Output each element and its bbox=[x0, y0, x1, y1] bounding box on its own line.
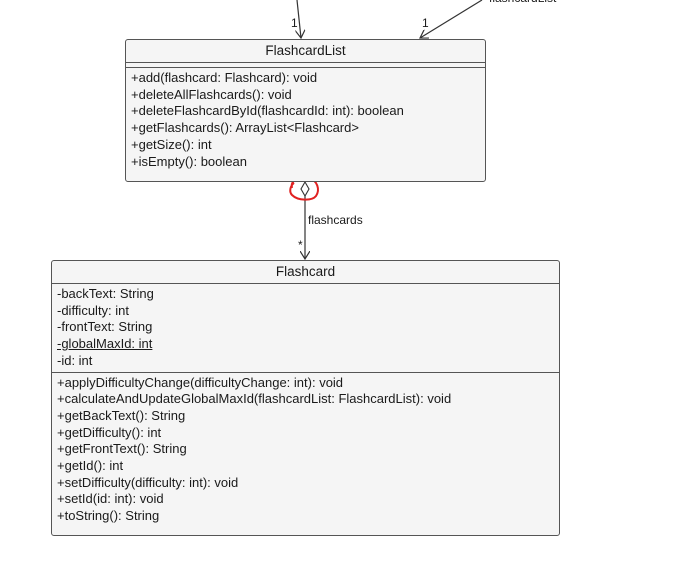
aggregation-multiplicity: * bbox=[298, 238, 303, 252]
aggregation-diamond-icon bbox=[300, 180, 310, 198]
association-line-top-left bbox=[297, 0, 301, 38]
method-row: +toString(): String bbox=[57, 508, 160, 524]
method-row: +getFlashcards(): ArrayList<Flashcard> bbox=[131, 120, 359, 136]
class-name: FlashcardList bbox=[126, 40, 485, 63]
method-row: +getId(): int bbox=[57, 458, 124, 474]
association-line-top-right bbox=[420, 0, 483, 38]
attributes-section bbox=[126, 63, 485, 68]
method-row: +getFrontText(): String bbox=[57, 441, 187, 457]
attribute-row: -backText: String bbox=[57, 286, 154, 301]
method-row: +calculateAndUpdateGlobalMaxId(flashcard… bbox=[57, 391, 452, 407]
static-attribute-row: -globalMaxId: int bbox=[57, 336, 153, 352]
class-name: Flashcard bbox=[52, 261, 559, 284]
method-row: +isEmpty(): boolean bbox=[131, 153, 247, 169]
attribute-row: -difficulty: int bbox=[57, 302, 130, 318]
attribute-row: -id: int bbox=[57, 352, 93, 368]
aggregation-role-label: flashcards bbox=[308, 213, 363, 227]
methods-section: +applyDifficultyChange(difficultyChange:… bbox=[52, 373, 559, 527]
association-label-top-right: flashcardList bbox=[489, 0, 556, 5]
method-row: +getSize(): int bbox=[131, 136, 212, 152]
attribute-row: -frontText: String bbox=[57, 319, 153, 335]
class-box-flashcard[interactable]: Flashcard -backText: String -difficulty:… bbox=[51, 260, 560, 536]
method-row: +deleteFlashcardById(flashcardId: int): … bbox=[131, 103, 404, 119]
method-row: +getDifficulty(): int bbox=[57, 424, 162, 440]
method-row: +setId(id: int): void bbox=[57, 491, 164, 507]
method-row: +setDifficulty(difficulty: int): void bbox=[57, 474, 239, 490]
method-row: +getBackText(): String bbox=[57, 407, 186, 423]
attributes-section: -backText: String -difficulty: int -fron… bbox=[52, 284, 559, 373]
method-row: +add(flashcard: Flashcard): void bbox=[131, 70, 318, 85]
multiplicity-top-left: 1 bbox=[291, 16, 298, 30]
method-row: +applyDifficultyChange(difficultyChange:… bbox=[57, 374, 344, 390]
methods-section: +add(flashcard: Flashcard): void +delete… bbox=[126, 68, 485, 172]
method-row: +deleteAllFlashcards(): void bbox=[131, 86, 292, 102]
multiplicity-top-right: 1 bbox=[422, 16, 429, 30]
class-box-flashcardlist[interactable]: FlashcardList +add(flashcard: Flashcard)… bbox=[125, 39, 486, 182]
